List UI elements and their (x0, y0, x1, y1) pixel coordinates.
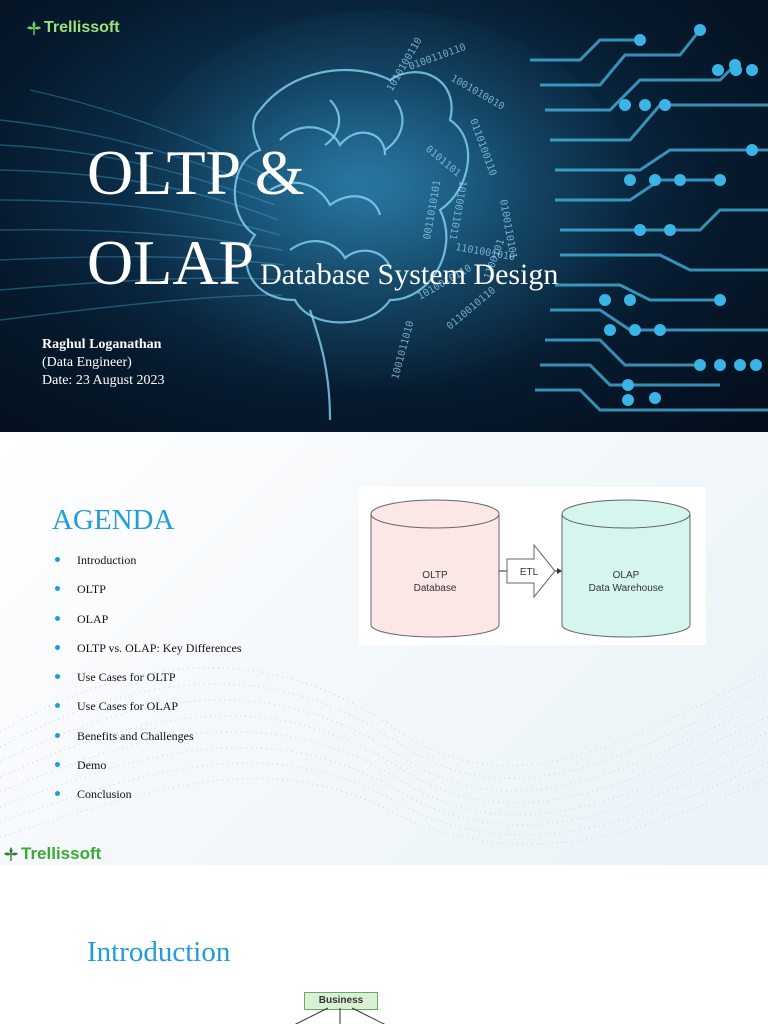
olap-label: OLAP (613, 570, 640, 581)
title-olap: OLAP (87, 227, 255, 298)
agenda-item: OLAP (54, 609, 242, 638)
presentation-date: Date: 23 August 2023 (42, 373, 165, 388)
leaf-icon (4, 847, 18, 861)
author-role: (Data Engineer) (42, 355, 132, 370)
subtitle: Database System Design (260, 258, 559, 291)
oltp-label: OLTP (422, 570, 448, 581)
oltp-olap-diagram: OLTP Database ETL OLAP Data Warehouse (359, 487, 706, 645)
author-block: Raghul Loganathan (Data Engineer) Date: … (42, 336, 165, 390)
circuit-brain-background: 1010100110 0100110110 1001010010 0110100… (0, 10, 768, 421)
agenda-item: OLTP vs. OLAP: Key Differences (54, 638, 242, 667)
agenda-item: Use Cases for OLAP (54, 696, 242, 725)
trellissoft-logo: Trellissoft (26, 19, 120, 37)
connector-lines (294, 1007, 386, 1024)
logo-text: Trellissoft (44, 19, 120, 36)
title-line-1: OLTP & (87, 137, 305, 208)
author-name: Raghul Loganathan (42, 337, 162, 352)
oltp-database-cylinder: OLTP Database (370, 499, 500, 638)
agenda-item: Introduction (54, 550, 242, 579)
etl-label: ETL (520, 567, 539, 578)
agenda-item: Demo (54, 755, 242, 784)
dotted-wave-background (0, 667, 768, 845)
trellissoft-logo: Trellissoft (3, 844, 101, 864)
title-slide: 1010100110 0100110110 1001010010 0110100… (0, 0, 768, 432)
agenda-list: Introduction OLTP OLAP OLTP vs. OLAP: Ke… (54, 550, 242, 814)
olap-sublabel: Data Warehouse (589, 583, 664, 594)
agenda-slide: AGENDA Introduction OLTP OLAP OLTP vs. O… (0, 432, 768, 865)
business-box: Business (304, 992, 378, 1010)
agenda-item: Conclusion (54, 784, 242, 813)
introduction-title: Introduction (87, 936, 231, 968)
agenda-title: AGENDA (52, 504, 175, 536)
agenda-item: Use Cases for OLTP (54, 667, 242, 696)
logo-text: Trellissoft (21, 844, 102, 863)
leaf-icon (27, 21, 41, 35)
etl-arrow: ETL (506, 543, 556, 599)
introduction-slide: Introduction Business (0, 866, 768, 1024)
olap-warehouse-cylinder: OLAP Data Warehouse (561, 499, 691, 638)
oltp-sublabel: Database (414, 583, 457, 594)
agenda-item: OLTP (54, 579, 242, 608)
agenda-item: Benefits and Challenges (54, 726, 242, 755)
